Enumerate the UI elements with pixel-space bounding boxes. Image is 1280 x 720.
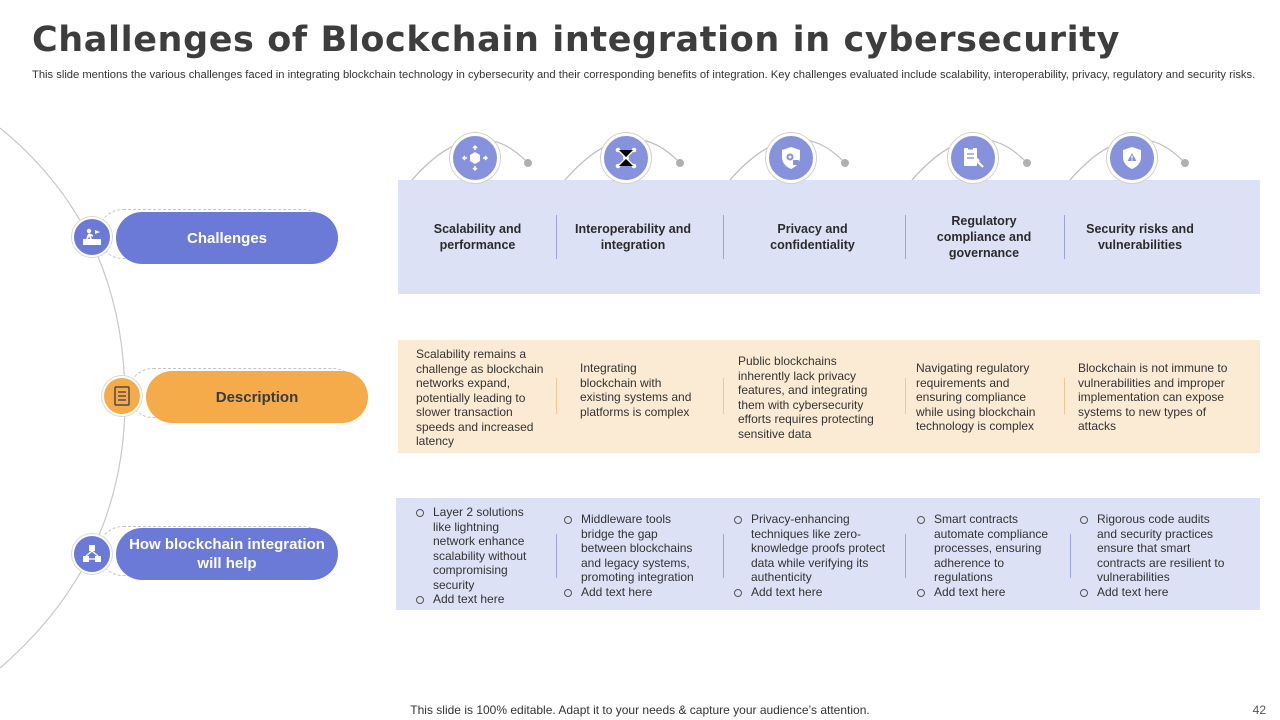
column-divider bbox=[1064, 378, 1065, 414]
help-list: Smart contracts automate compliance proc… bbox=[915, 512, 1057, 599]
column-divider bbox=[1070, 534, 1071, 578]
challenges-row-label: Challenges bbox=[116, 212, 338, 264]
help-row-label: How blockchain integration will help bbox=[116, 528, 338, 580]
list-item: Privacy-enhancing techniques like zero-k… bbox=[732, 512, 892, 585]
network-nodes-icon bbox=[601, 133, 651, 183]
column-divider bbox=[905, 215, 906, 259]
column-divider bbox=[905, 534, 906, 578]
list-item: Add text here bbox=[915, 585, 1057, 600]
help-band bbox=[396, 498, 1260, 610]
slide-subtitle: This slide mentions the various challeng… bbox=[32, 69, 1256, 81]
list-item: Add text here bbox=[1078, 585, 1228, 600]
column-divider bbox=[556, 378, 557, 414]
slide-title: Challenges of Blockchain integration in … bbox=[32, 20, 1121, 60]
column-divider bbox=[556, 215, 557, 259]
list-item: Middleware tools bridge the gap between … bbox=[562, 512, 704, 585]
help-list: Privacy-enhancing techniques like zero-k… bbox=[732, 512, 892, 599]
list-item: Add text here bbox=[414, 592, 542, 607]
climber-obstacle-icon bbox=[72, 217, 112, 257]
shield-gear-icon bbox=[766, 133, 816, 183]
description-band bbox=[398, 340, 1260, 453]
challenge-title-security: Security risks and vulnerabilities bbox=[1086, 222, 1194, 252]
list-item: Layer 2 solutions like lightning network… bbox=[414, 505, 542, 592]
description-text: Blockchain is not immune to vulnerabilit… bbox=[1078, 361, 1228, 433]
column-divider bbox=[723, 215, 724, 259]
clipboard-gavel-icon bbox=[948, 133, 998, 183]
list-item: Add text here bbox=[732, 585, 892, 600]
column-divider bbox=[723, 378, 724, 414]
challenge-title-regulatory: Regulatory compliance and governance bbox=[936, 214, 1032, 260]
description-text: Navigating regulatory requirements and e… bbox=[916, 361, 1036, 433]
list-item: Smart contracts automate compliance proc… bbox=[915, 512, 1057, 585]
list-item: Rigorous code audits and security practi… bbox=[1078, 512, 1228, 585]
cube-expand-icon bbox=[450, 133, 500, 183]
document-list-icon bbox=[102, 376, 142, 416]
description-row-label: Description bbox=[146, 371, 368, 423]
column-divider bbox=[723, 534, 724, 578]
help-list: Middleware tools bridge the gap between … bbox=[562, 512, 704, 599]
column-divider bbox=[556, 534, 557, 578]
help-list: Rigorous code audits and security practi… bbox=[1078, 512, 1228, 599]
challenge-title-privacy: Privacy and confidentiality bbox=[770, 222, 855, 252]
page-number: 42 bbox=[1252, 703, 1266, 717]
slide-footer: This slide is 100% editable. Adapt it to… bbox=[410, 703, 870, 717]
description-text: Public blockchains inherently lack priva… bbox=[738, 354, 874, 441]
description-text: Integrating blockchain with existing sys… bbox=[580, 361, 692, 419]
challenge-title-interoperability: Interoperability and integration bbox=[575, 222, 691, 252]
list-item: Add text here bbox=[562, 585, 704, 600]
help-list: Layer 2 solutions like lightning network… bbox=[414, 505, 542, 607]
column-divider bbox=[905, 378, 906, 414]
column-divider bbox=[1064, 215, 1065, 259]
description-text: Scalability remains a challenge as block… bbox=[416, 347, 544, 448]
blockchain-network-icon bbox=[72, 534, 112, 574]
challenge-title-scalability: Scalability and performance bbox=[433, 222, 522, 252]
shield-warning-icon bbox=[1107, 133, 1157, 183]
challenges-band bbox=[398, 180, 1260, 294]
